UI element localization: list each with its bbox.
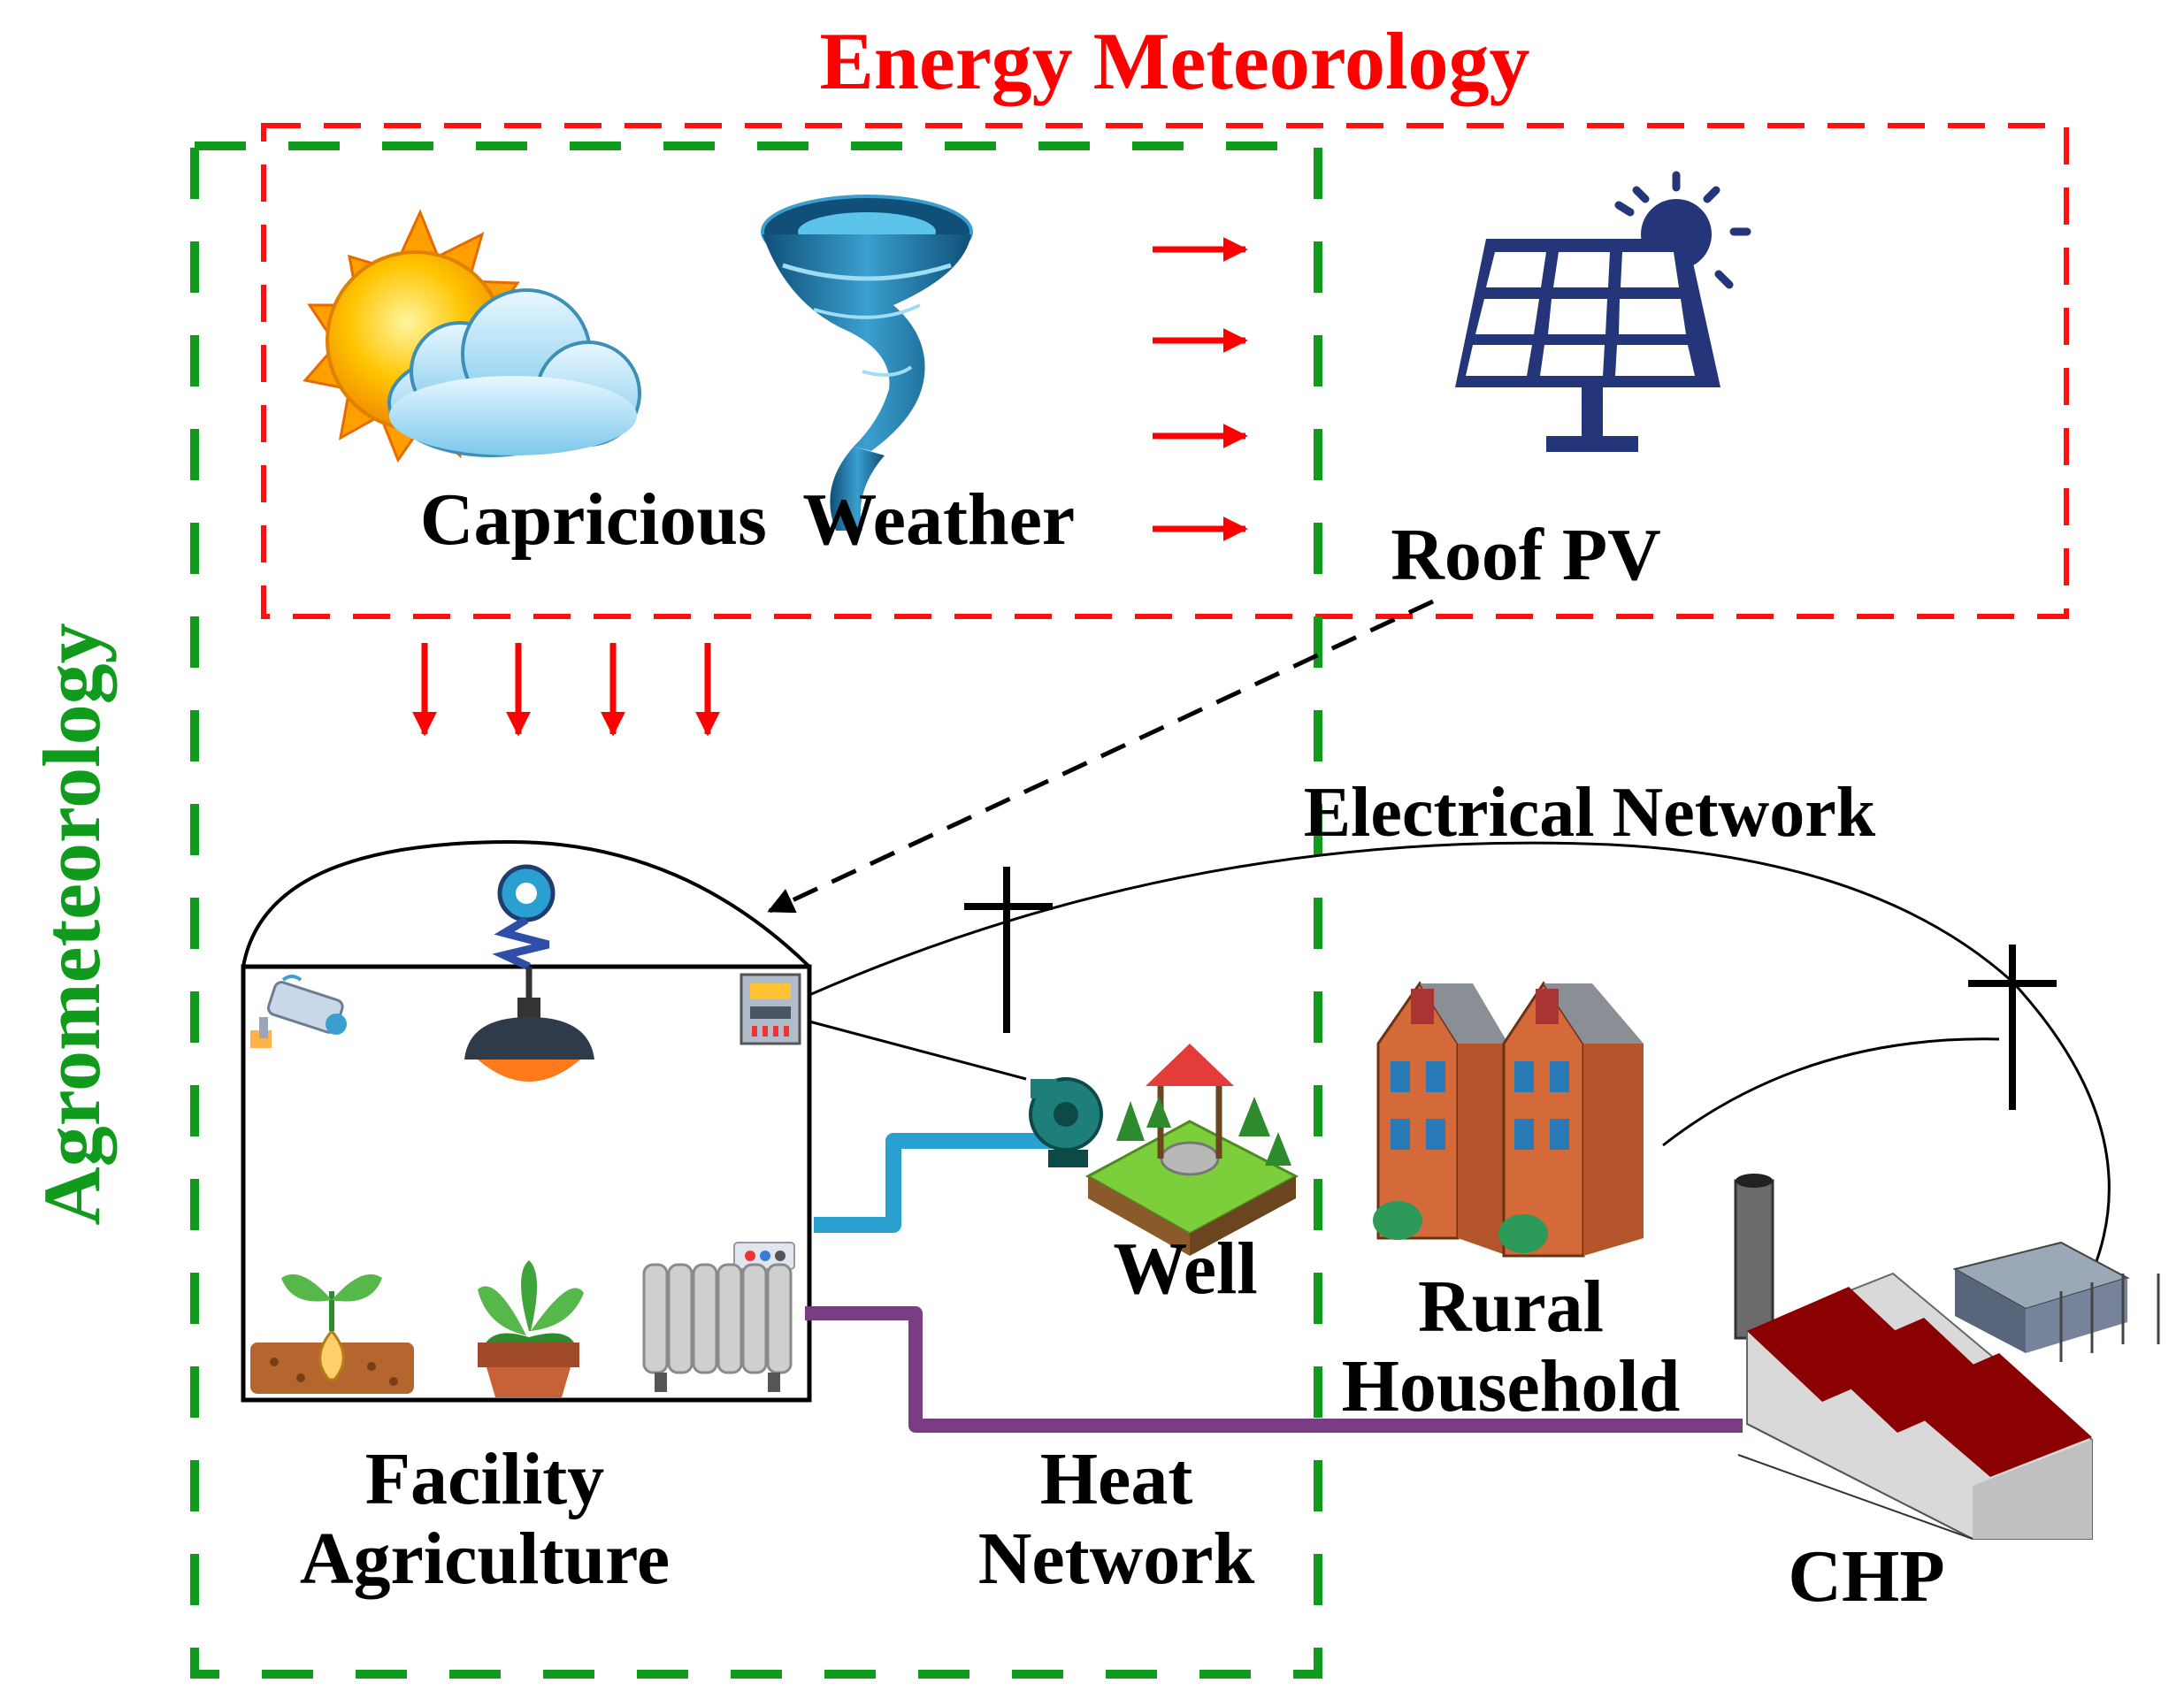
electric-meter-icon [739, 973, 801, 1045]
energy-meteorology-boundary [261, 123, 2069, 619]
tornado-icon [761, 195, 973, 531]
rural-household-label-line2: Household [1342, 1345, 1681, 1427]
facility-agriculture-label-line2: Agriculture [300, 1518, 670, 1600]
sun-cloud-icon [303, 209, 641, 463]
weather-to-agriculture-arrows [412, 643, 720, 737]
utility-pole-left [964, 867, 1053, 1033]
solar-panel-icon [1455, 171, 1751, 452]
capricious-weather-label: Capricious Weather [420, 478, 1075, 561]
utility-pole-right [1968, 945, 2057, 1110]
agrometeorology-title: Agrometeorology [27, 623, 117, 1225]
chp-plant-icon [1734, 1174, 2093, 1540]
radiator-icon [642, 1242, 795, 1392]
heat-pipe [805, 1306, 1743, 1433]
well-label: Well [1113, 1228, 1257, 1310]
chp-label: CHP [1788, 1535, 1944, 1618]
rural-household-label-line1: Rural [1418, 1266, 1604, 1348]
weather-to-pv-arrows [1153, 237, 1248, 541]
water-pipe [814, 1133, 1053, 1233]
chp-outline-line [1737, 1454, 1973, 1540]
pv-to-greenhouse-arrow [767, 599, 1435, 914]
grow-lamp-icon [464, 967, 594, 1082]
sensor-icon [492, 864, 556, 971]
facility-agriculture-label-line1: Facility [365, 1438, 605, 1520]
heat-network-label-line1: Heat [1040, 1438, 1193, 1520]
camera-icon [250, 975, 347, 1048]
energy-meteorology-title: Energy Meteorology [819, 16, 1529, 106]
heat-network-label-line2: Network [978, 1518, 1255, 1600]
substation-icon [1952, 1241, 2160, 1362]
roof-pv-label: Roof PV [1391, 514, 1661, 596]
agrometeorology-boundary [190, 142, 1322, 1679]
water-pump-icon [1029, 1077, 1103, 1167]
well-icon [1084, 1044, 1299, 1256]
seedling-icon [250, 1274, 414, 1394]
rural-household-icon [1373, 981, 1644, 1258]
electrical-network-label: Electrical Network [1304, 774, 1876, 852]
potted-plant-icon [478, 1260, 584, 1397]
